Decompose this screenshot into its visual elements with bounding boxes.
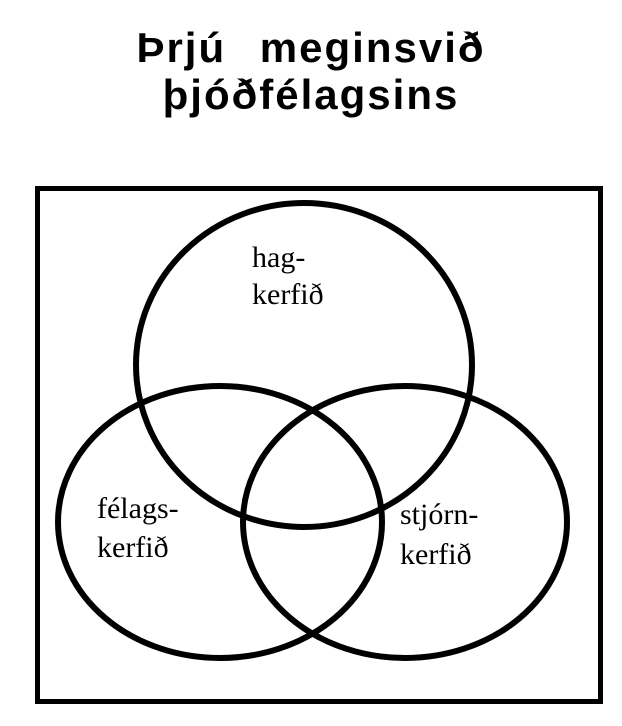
set-label-line: hag- — [252, 241, 306, 274]
set-label-stjornkerfid: stjórn- kerfið — [400, 495, 478, 575]
set-label-line: kerfið — [252, 278, 324, 311]
set-label-line: kerfið — [400, 538, 472, 571]
venn-circle-felagskerfid — [55, 383, 385, 661]
set-label-line: félags- — [97, 492, 179, 525]
set-label-felagskerfid: félags- kerfið — [97, 489, 179, 567]
venn-circle-hagkerfid — [133, 200, 475, 530]
set-label-line: kerfið — [97, 531, 169, 564]
page-title: Þrjú meginsvið þjóðfélagsins — [0, 24, 622, 118]
venn-circle-stjornkerfid — [240, 383, 570, 661]
page-title-line-1: Þrjú meginsvið — [136, 24, 486, 71]
diagram-border-box — [35, 186, 603, 704]
set-label-line: stjórn- — [400, 498, 479, 531]
set-label-hagkerfid: hag- kerfið — [252, 239, 324, 313]
page-title-line-2: þjóðfélagsins — [162, 71, 460, 118]
